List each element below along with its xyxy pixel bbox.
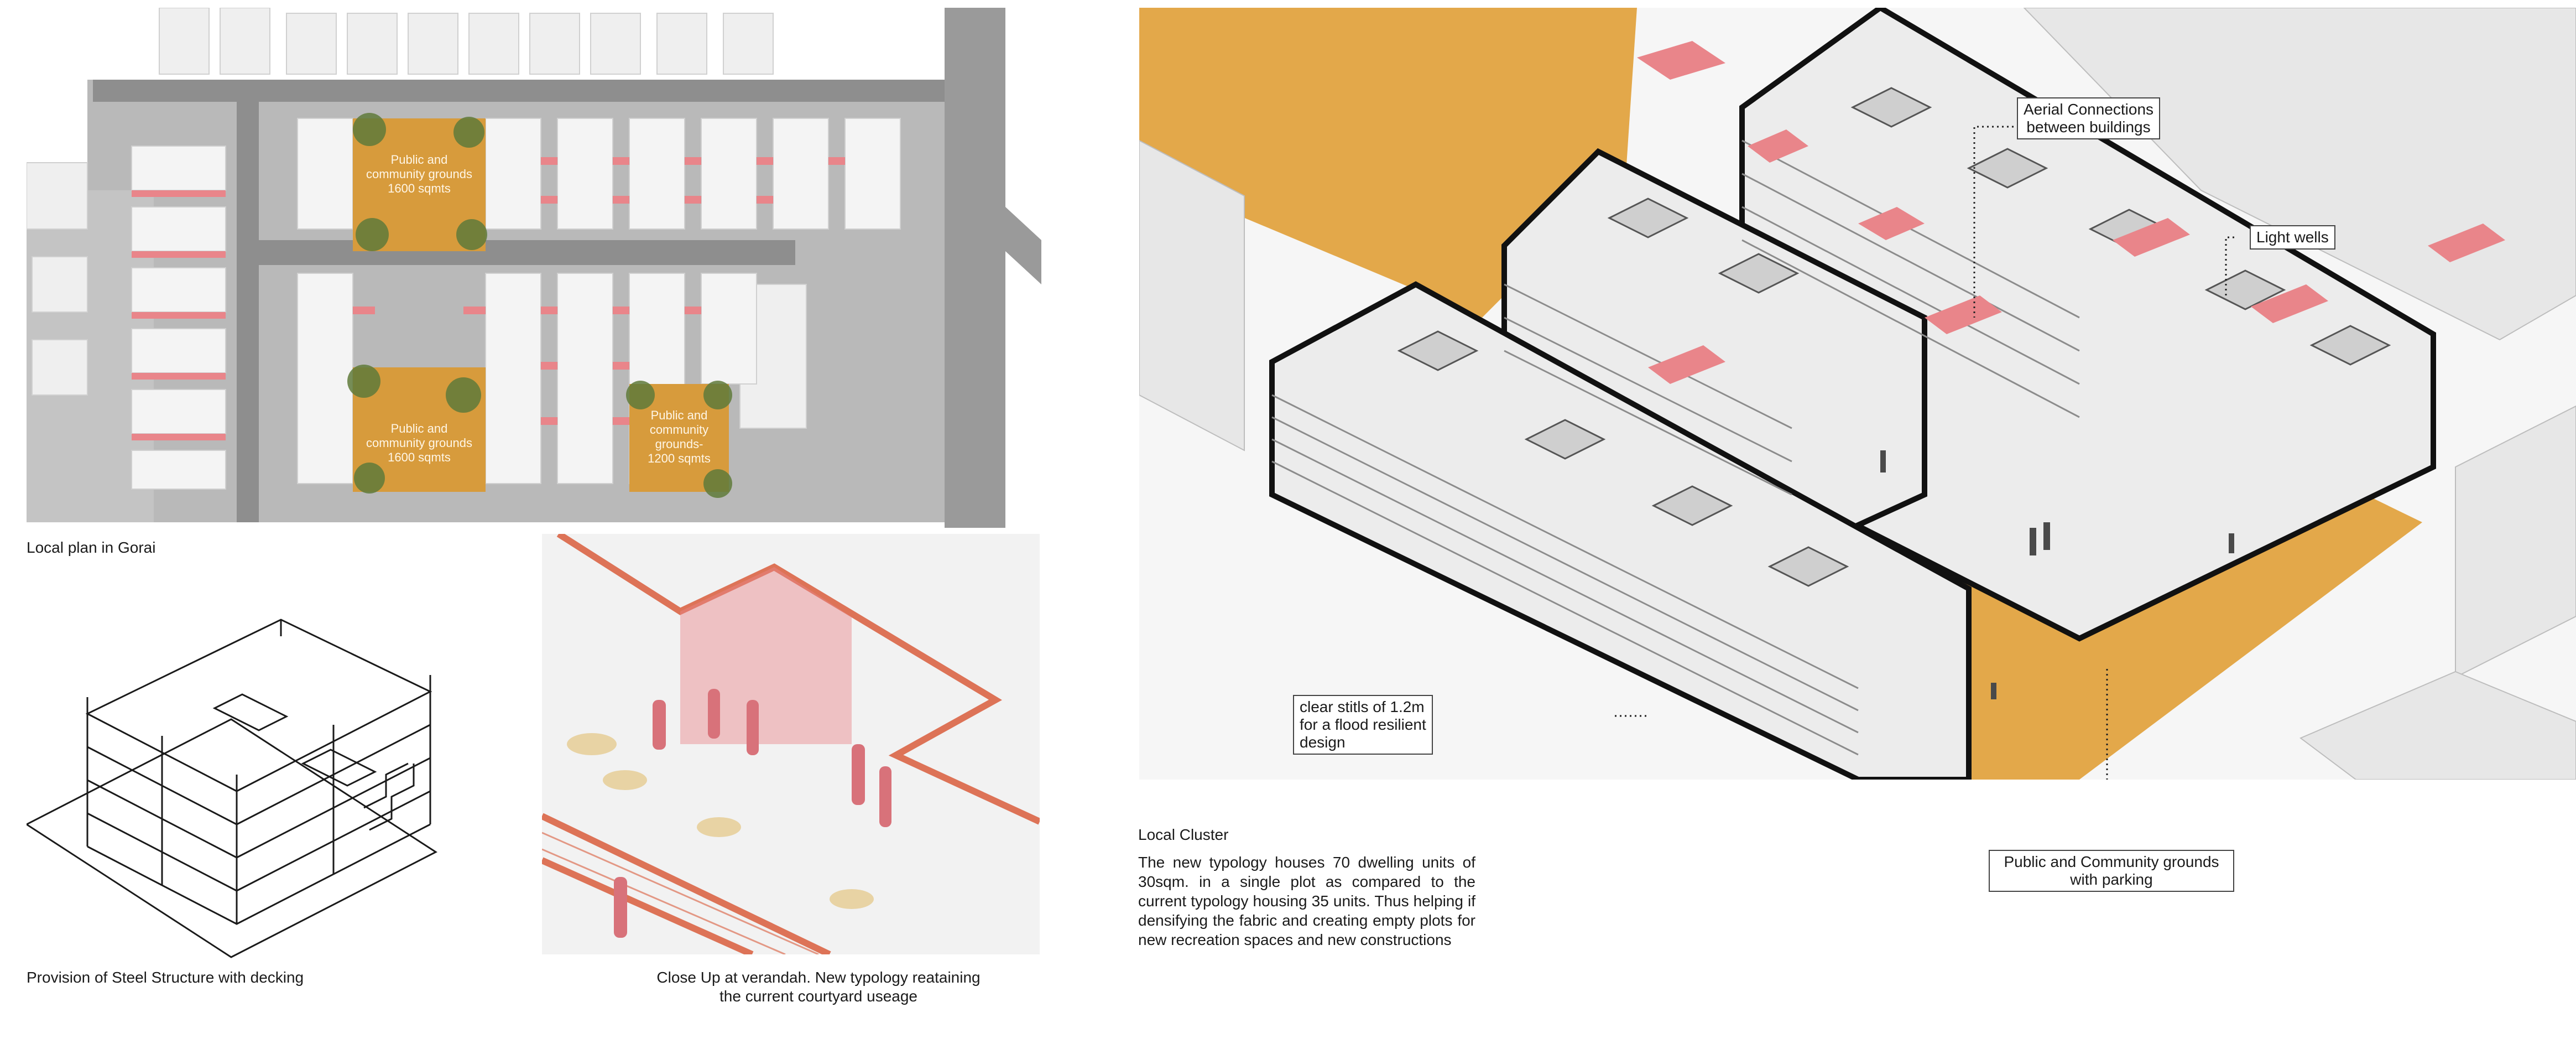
light-wells-label: Light wells [2250,225,2335,250]
steel-structure-svg [27,619,437,958]
verandah-room [680,567,852,744]
plan-caption: Local plan in Gorai [27,539,156,556]
ground-3-line-4: 1200 sqmts [648,451,711,465]
ground-label-2: Public and community grounds 1600 sqmts [353,422,486,465]
verandah-caption: Close Up at verandah. New typology reata… [586,968,1051,1006]
ground-plane [27,718,437,958]
ground-3-line-2: community [649,423,709,437]
furniture-tables [567,733,874,909]
site-plan-drawing [27,8,1041,528]
ground-1-line-3: 1600 sqmts [388,181,451,195]
new-units-north [297,118,901,230]
stilts-label-line-2: for a flood resilient [1300,716,1426,733]
verandah-caption-line-1: Close Up at verandah. New typology reata… [656,969,981,986]
ground-3-line-1: Public and [650,408,708,422]
cluster-axonometric [1139,8,2576,780]
ground-1-line-1: Public and [390,153,448,167]
steel-caption: Provision of Steel Structure with deckin… [27,969,304,986]
verandah-caption-line-2: the current courtyard useage [719,988,917,1005]
ground-3-line-3: grounds- [655,437,703,451]
aerial-label-line-1: Aerial Connections [2024,101,2154,118]
road-middle [242,240,795,265]
verandah-illustration [542,534,1040,954]
courtyard-people [1880,450,2234,699]
light-wells [1397,87,2391,587]
label-leaders [1615,126,2234,780]
cluster-description: The new typology houses 70 dwelling unit… [1138,854,1475,948]
ground-label-1: Public and community grounds 1600 sqmts [353,153,486,196]
ground-1-line-2: community grounds [366,167,472,181]
verandah-edges [542,534,1040,954]
road-east [945,8,1005,528]
cluster-title: Local Cluster [1138,826,1229,843]
grounds-label-line-2: with parking [2070,871,2153,888]
ground-2-line-3: 1600 sqmts [388,450,451,464]
public-grounds-label: Public and Community grounds with parkin… [1989,850,2234,892]
existing-houses [27,8,807,429]
tree-canopies [347,113,732,498]
road-west [237,91,259,522]
grounds-label-line-1: Public and Community grounds [2004,853,2219,870]
ground-label-3: Public and community grounds- 1200 sqmts [629,408,729,466]
aerial-connections [1637,41,2505,384]
stilts-label-line-1: clear stitls of 1.2m [1300,698,1425,715]
stilts-label-line-3: design [1300,734,1346,751]
steel-structure-drawing [27,614,447,963]
road-north [93,80,978,102]
site-plan: Public and community grounds 1600 sqmts … [27,8,1041,528]
ground-2-line-2: community grounds [366,436,472,450]
aerial-label-line-2: between buildings [2026,118,2151,136]
verandah-svg [542,534,1040,954]
aerial-connections-label: Aerial Connections between buildings [2017,97,2161,139]
ground-2-line-1: Public and [390,422,448,435]
cluster-svg [1139,8,2576,780]
stilts-label: clear stitls of 1.2m for a flood resilie… [1293,695,1433,755]
people-figures [614,689,891,938]
background-buildings [1139,8,2576,780]
